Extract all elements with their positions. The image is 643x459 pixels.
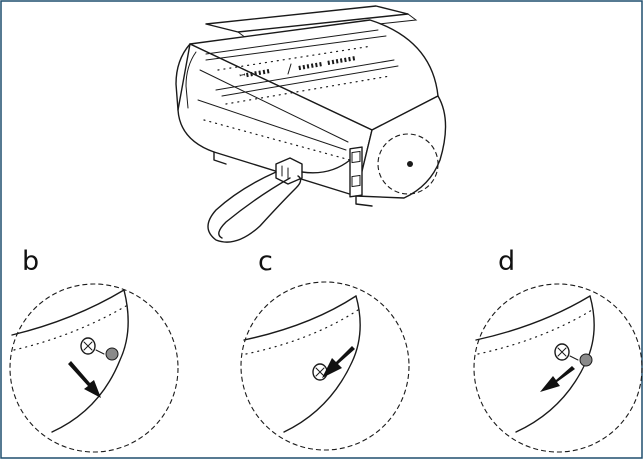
laminator-device-illustration: ꟷ▮▮▮▮▮▮ ▮▮▮▮▮▮ ▮▮▮▮▮▮▮ xyxy=(175,5,447,243)
direction-arrow-icon xyxy=(68,361,101,398)
detail-b-screw-removal xyxy=(9,283,179,453)
detail-c-screw-insertion xyxy=(240,281,410,451)
screw-detail-icon xyxy=(579,353,593,367)
screw-detail-icon xyxy=(105,347,119,361)
direction-arrow-icon xyxy=(322,346,355,378)
detail-callout-circle xyxy=(377,133,439,195)
panel-label-d: d xyxy=(498,246,515,277)
detail-d-screw-reinsert xyxy=(473,283,643,453)
panel-label-b: b xyxy=(22,246,39,277)
direction-arrow-icon xyxy=(540,366,575,392)
panel-label-c: c xyxy=(258,246,273,277)
